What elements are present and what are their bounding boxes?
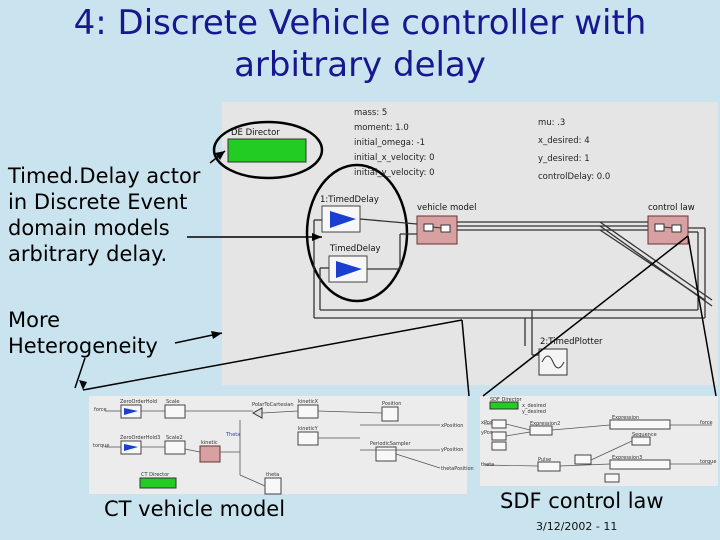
arrowhead [215,151,225,160]
params-left: mass: 5 moment: 1.0 initial_omega: -1 in… [354,106,434,181]
ct-port-xposition: xPosition [441,423,464,429]
param-moment: moment: 1.0 [354,123,409,133]
ct-wires [105,410,441,487]
timed-delay-1-label: 1:TimedDelay [320,195,379,205]
de-wires [313,218,713,356]
ct-theta-label: theta [266,472,280,478]
composite-icon [440,224,451,233]
timed-delay-2-label: TimedDelay [330,244,381,254]
ct-port-force: force [94,407,107,413]
sdf-blocks [489,401,671,483]
sdf-port-ypos: yPos [481,430,493,436]
ct-kineticx-label: kineticX [298,399,319,405]
sdf-sequence-label: Sequence [632,432,657,438]
param-x-desired: x_desired: 4 [538,136,590,146]
callout-line: domain models [8,216,170,240]
title-line-2: arbitrary delay [234,45,486,85]
composite-icon [423,223,434,232]
timed-plotter-label: 2:TimedPlotter [540,337,603,347]
control-law-label: control law [648,203,695,213]
arrowhead [312,233,322,241]
param-initial-y-velocity: initial_y_velocity: 0 [354,168,435,178]
title-line-1: 4: Discrete Vehicle controller with [73,3,647,43]
sdf-pulse-label: Pulse [538,457,552,463]
arrowhead [211,331,222,339]
ct-scale2-label: Scale2 [166,435,183,441]
de-director-block[interactable] [227,138,307,163]
param-control-delay: controlDelay: 0.0 [538,172,611,182]
composite-icon [671,224,682,233]
sdf-caption: SDF control law [500,489,664,513]
ct-zoh3-label: ZeroOrderHold3 [120,435,161,441]
de-director-label: DE Director [231,128,280,138]
ct-kinetic-label: kinetic [201,440,218,446]
sdf-port-torque: torque [700,459,717,465]
param-y-desired: y_desired: 1 [538,154,590,164]
ct-blocks [120,404,399,495]
composite-icon [654,223,665,232]
ct-position-label: Position [382,401,402,407]
sdf-expression2-label: Expression2 [530,421,561,427]
callout-line: Timed.Delay actor [8,164,201,188]
heterogeneity-callout: More Heterogeneity [8,307,158,359]
sdf-port-theta: theta [481,462,495,468]
sdf-wires [483,423,712,467]
sdf-expression-label: Expression [612,415,640,421]
sdf-port-force: force [700,420,713,426]
callout-line: arbitrary delay. [8,242,168,266]
slide-date: 3/12/2002 - 11 [536,520,618,533]
vehicle-model-label: vehicle model [417,203,477,213]
ct-port-yposition: yPosition [441,447,464,453]
param-mu: mu: .3 [538,118,566,128]
ct-director-label: CT Director [141,472,170,478]
director-highlight-oval [212,120,324,180]
ct-theta-annotation: Theta [226,432,241,438]
param-mass: mass: 5 [354,108,388,118]
callout-line: Heterogeneity [8,334,158,358]
ct-caption: CT vehicle model [104,497,286,521]
delay-1-icon [330,211,356,228]
sdf-port-xpos: xPos [481,420,493,426]
ct-port-thetaposition: thetaPosition [441,466,474,472]
plot-icon [541,355,565,369]
delay-2-icon [336,261,362,278]
ct-zoh-label: ZeroOrderHold [120,399,158,405]
vehicle-model-block[interactable] [416,215,458,245]
delay-highlight-oval [305,163,409,303]
sdf-ydesired-label: y_desired [522,409,546,415]
ct-sampler-label: PeriodicSampler [370,441,411,447]
sdf-director-label: SDF Director [490,397,522,403]
params-right: mu: .3 x_desired: 4 y_desired: 1 control… [538,114,610,186]
param-initial-x-velocity: initial_x_velocity: 0 [354,153,435,163]
ct-scale-label: Scale [166,399,180,405]
ct-kineticy-label: kineticY [298,426,318,432]
callout-line: More [8,308,61,332]
callout-line: in Discrete Event [8,190,188,214]
ct-polar-label: PolarToCartesian [252,402,294,408]
sdf-model-panel [480,396,718,486]
timed-delay-callout: Timed.Delay actor in Discrete Event doma… [8,163,200,267]
sdf-xdesired-label: x_desired [522,403,546,409]
slide-title: 4: Discrete Vehicle controller with arbi… [0,2,720,86]
param-initial-omega: initial_omega: -1 [354,138,425,148]
ct-port-torque: torque [93,443,110,449]
sdf-expression3-label: Expression3 [612,455,643,461]
arrowhead [79,380,87,390]
